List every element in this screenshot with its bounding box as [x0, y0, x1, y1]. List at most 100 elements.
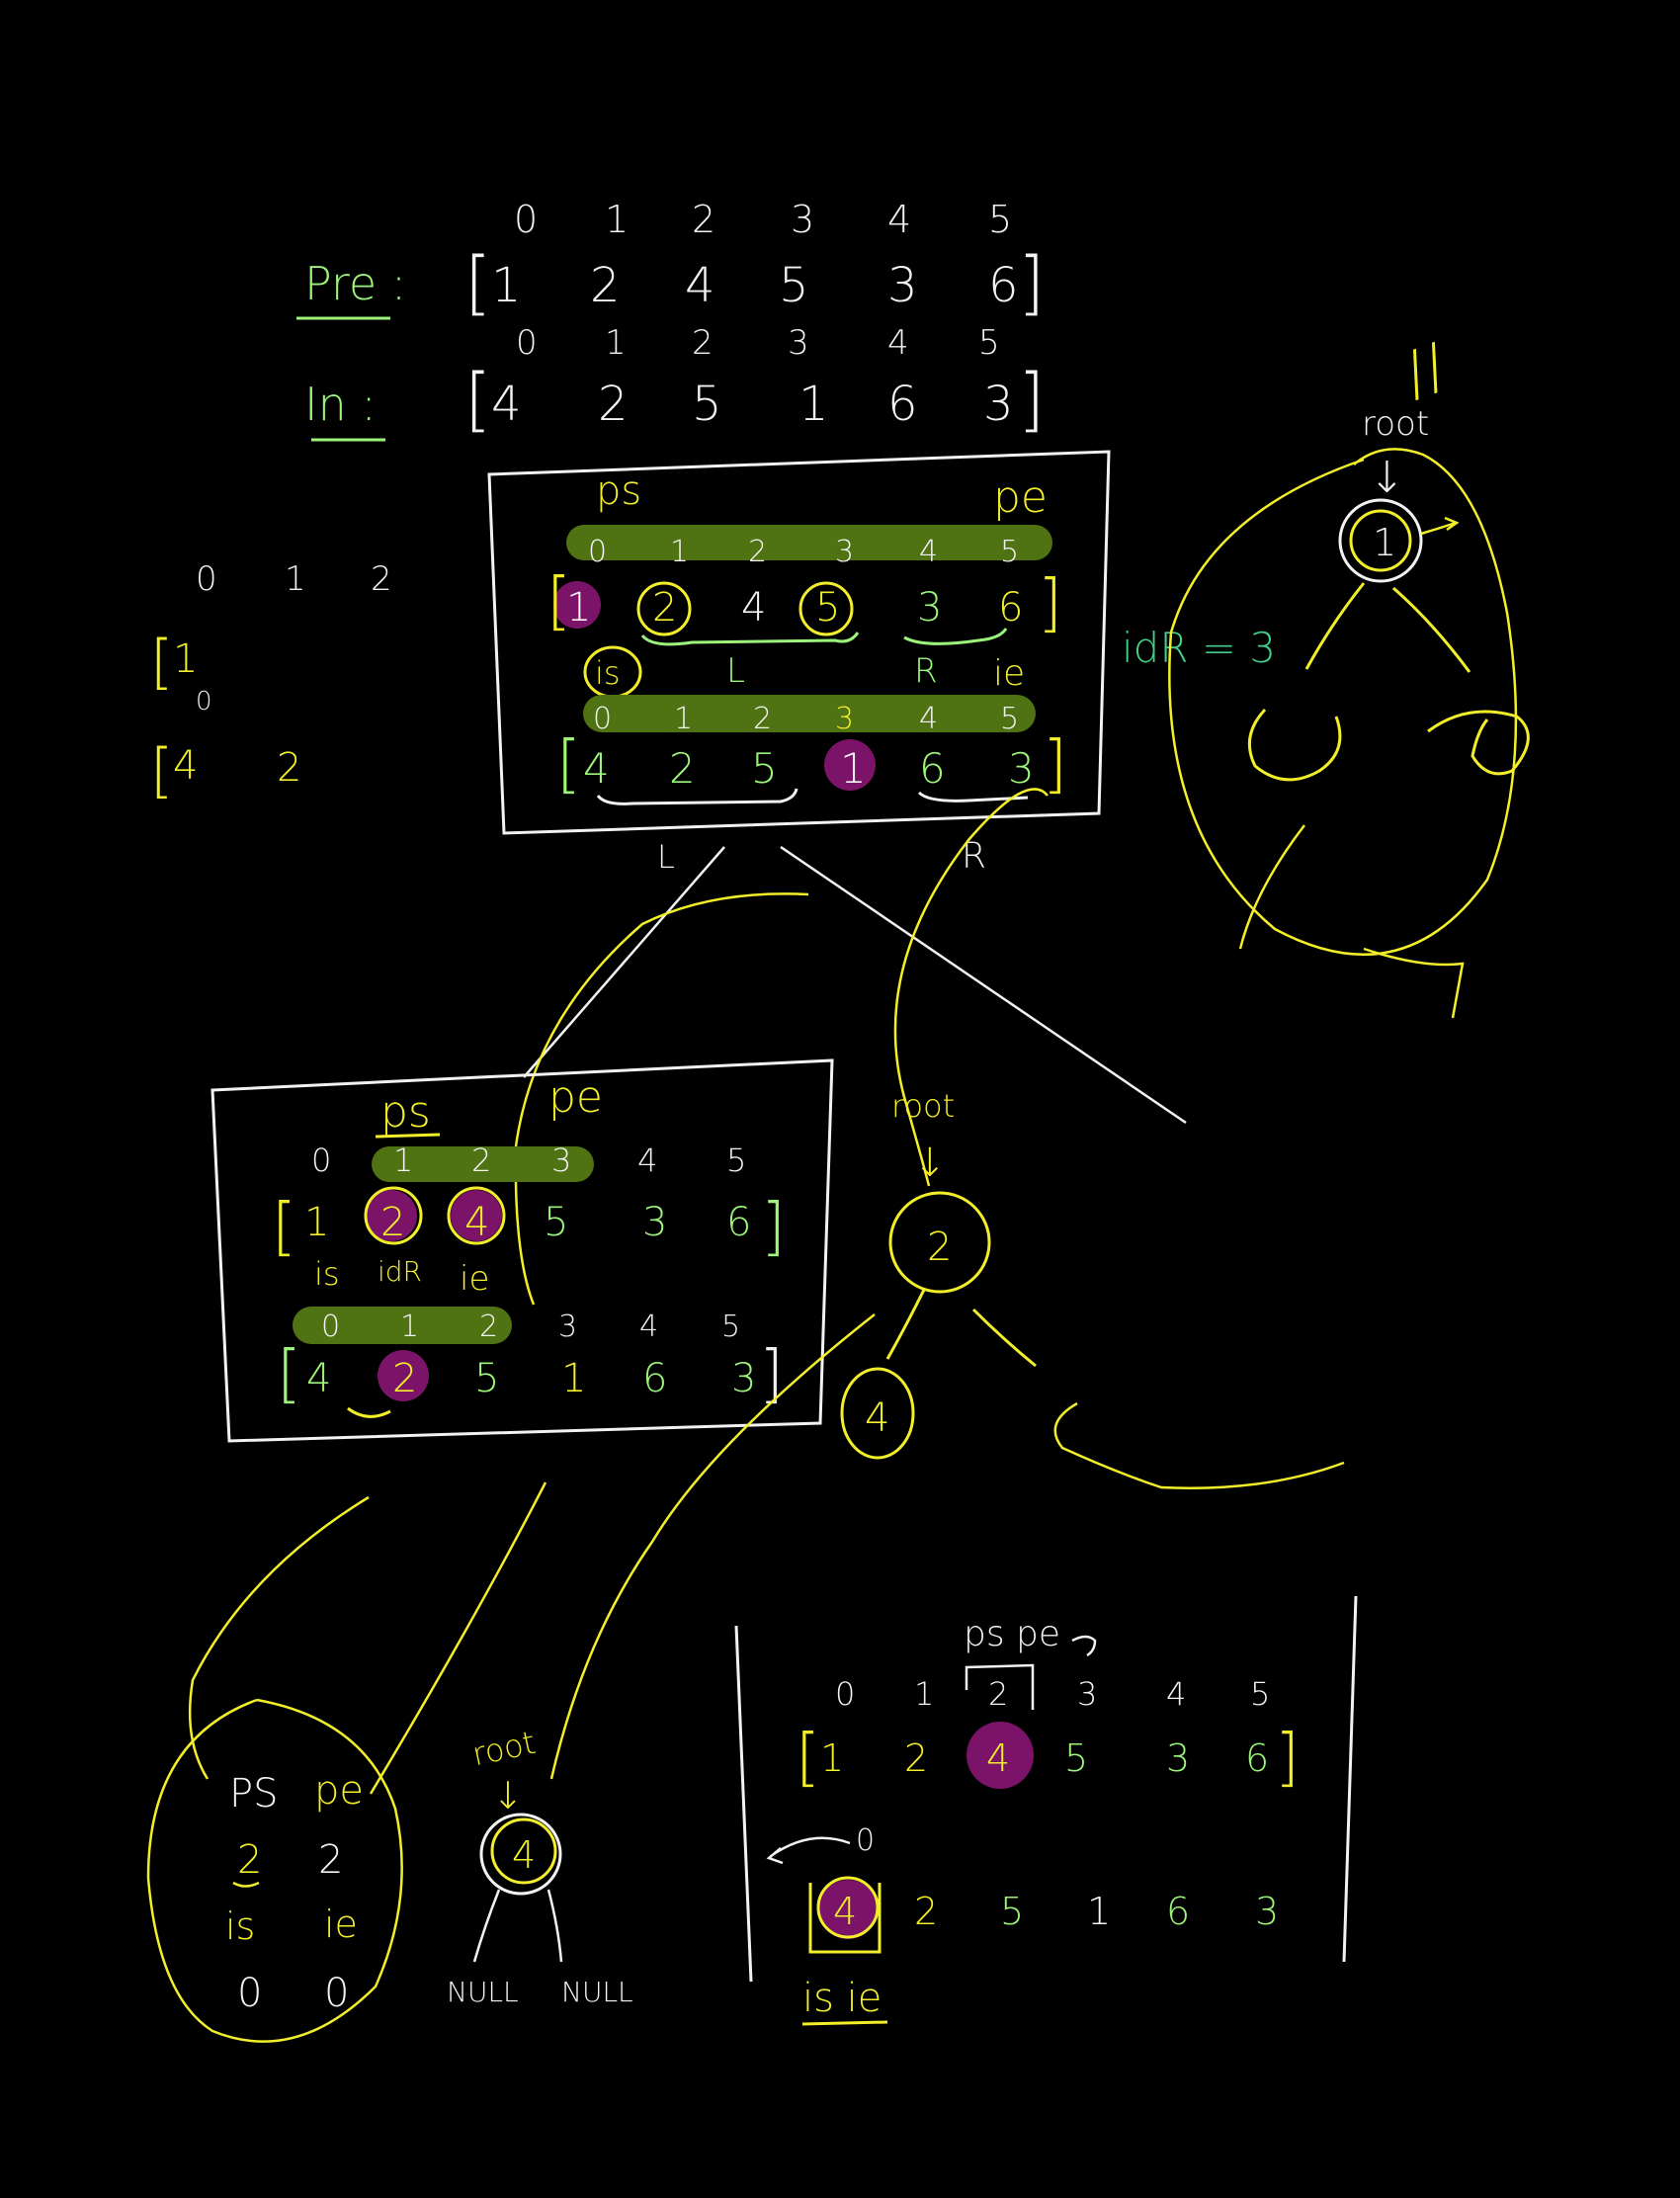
- box1-in-index-5: 5: [1000, 702, 1019, 736]
- pre-index-0: 0: [514, 198, 538, 241]
- pre-index-1: 1: [605, 198, 629, 241]
- in-value-2: 5: [692, 377, 722, 432]
- box1-in-value-4: 6: [919, 744, 946, 793]
- panel3-in-box: [808, 1883, 882, 1954]
- tree1-right-edge: [1392, 586, 1471, 673]
- box2-pre-value-0: 1: [304, 1200, 329, 1245]
- box1-in-index-3: 3: [835, 702, 854, 736]
- circle-is-value: 0: [237, 1971, 262, 2016]
- box2-index-1: 1: [393, 1141, 413, 1179]
- panel3-index-5: 5: [1250, 1675, 1270, 1713]
- box2-is-label: is: [314, 1255, 340, 1293]
- tree1-root-arrow: ↓: [1369, 453, 1405, 503]
- in-index-3: 3: [788, 323, 809, 363]
- scratch-row1-value: 1: [173, 636, 198, 682]
- box2-in-range-bar: [293, 1307, 512, 1344]
- box2-in-bracket: [: [277, 1338, 301, 1411]
- tree2-root-arrow: ↓: [913, 1141, 947, 1186]
- panel3-in-value-4: 6: [1166, 1890, 1190, 1933]
- box1-index-2: 2: [748, 535, 767, 569]
- scratch-bracket-2: [: [150, 736, 173, 805]
- box1-in-range-bar: [583, 695, 1036, 732]
- tree2-left-child-node: [840, 1367, 915, 1460]
- box1-pre-range-bar: [566, 525, 1052, 560]
- tree2-root-label: root: [891, 1087, 955, 1125]
- box1-in-value-2: 5: [751, 744, 778, 793]
- swoop-box2-to-circle-2: [369, 1481, 547, 1795]
- panel3-index-0: 0: [835, 1675, 855, 1713]
- tree2-right-subtree-curve: [1053, 1401, 1345, 1489]
- box2-idx-label: idR: [378, 1255, 422, 1288]
- in-value-0: 4: [491, 377, 522, 432]
- swoop-tree2-to-tree3: [549, 1313, 876, 1780]
- tree2-root-value: 2: [927, 1225, 952, 1270]
- panel3-ps-pe-hook: [1071, 1635, 1097, 1657]
- pre-index-5: 5: [988, 198, 1012, 241]
- box2-pre-value-1: 2: [380, 1200, 405, 1245]
- box2-in-value-3: 1: [561, 1356, 586, 1401]
- panel3-index-1: 1: [914, 1675, 934, 1713]
- box2-in-value-1: 2: [392, 1356, 417, 1401]
- box2-pe-label: pe: [548, 1072, 603, 1123]
- box2-in-brace: [347, 1406, 391, 1418]
- in-value-1: 2: [598, 377, 629, 432]
- pre-label: Pre :: [304, 257, 406, 310]
- box2-in-value-4: 6: [642, 1356, 667, 1401]
- box2-index-3: 3: [551, 1141, 571, 1179]
- pre-open-bracket: [: [464, 242, 491, 323]
- box2-in-index-5: 5: [721, 1310, 740, 1344]
- box2-pre-value-5: 6: [726, 1200, 751, 1245]
- circle-ie-value: 0: [324, 1971, 349, 2016]
- pre-value-2: 4: [685, 258, 715, 313]
- box1-pre-close: ]: [1038, 567, 1062, 640]
- panel3-left-bar: [734, 1625, 753, 1983]
- box1-pre-value-3: 5: [815, 585, 840, 631]
- box1-in-right-brace: [917, 791, 1029, 803]
- box1-pre-value-1: 2: [652, 585, 677, 631]
- tree-2: root ↓ 2 4: [840, 1087, 1345, 1489]
- box2-index-0: 0: [311, 1141, 331, 1179]
- box-1-frame: [487, 450, 1111, 835]
- pre-index-4: 4: [887, 198, 911, 241]
- scratch-row2-value-1: 2: [277, 745, 301, 791]
- box1-in-left-brace: [596, 788, 798, 805]
- swoop-box1-to-tree2: [893, 788, 1049, 1187]
- box1-in-value-1: 2: [669, 744, 696, 793]
- scratch-row2-value-0: 4: [173, 743, 198, 789]
- circle-pe-value: 2: [318, 1837, 343, 1883]
- box2-in-value-0: 4: [306, 1356, 331, 1401]
- pre-value-1: 2: [590, 258, 621, 313]
- box1-in-bracket: [: [556, 728, 581, 802]
- box1-R-label: R: [914, 651, 938, 691]
- scratch-bracket-1: [: [150, 628, 173, 697]
- in-index-0: 0: [516, 323, 538, 363]
- panel3-in-value-1: 2: [914, 1890, 938, 1933]
- panel3-ps-pe-label: ps pe: [964, 1614, 1060, 1654]
- box2-pre-next-highlight: [451, 1190, 502, 1241]
- tree1-left-subtree-blob: [1247, 708, 1342, 782]
- box2-pre-value-2: 4: [464, 1200, 489, 1245]
- tree3-root-node-inner: [490, 1818, 557, 1885]
- tree3-right-edge: [546, 1889, 563, 1963]
- panel3-right-bar: [1342, 1595, 1358, 1963]
- pre-value-3: 5: [779, 258, 809, 313]
- box1-pre-bracket: [: [546, 565, 571, 638]
- panel3-in-value-0: 4: [833, 1890, 857, 1933]
- box2-in-index-0: 0: [321, 1310, 340, 1344]
- box2-index-5: 5: [726, 1141, 746, 1179]
- circle-calc-loop: [146, 1698, 403, 2043]
- in-value-4: 6: [887, 377, 918, 432]
- box1-ps-label: ps: [596, 468, 641, 514]
- box1-pre-value-2: 4: [741, 585, 766, 631]
- box1-below-L: L: [657, 838, 675, 876]
- box-2-frame: [210, 1058, 834, 1443]
- in-index-4: 4: [887, 323, 909, 363]
